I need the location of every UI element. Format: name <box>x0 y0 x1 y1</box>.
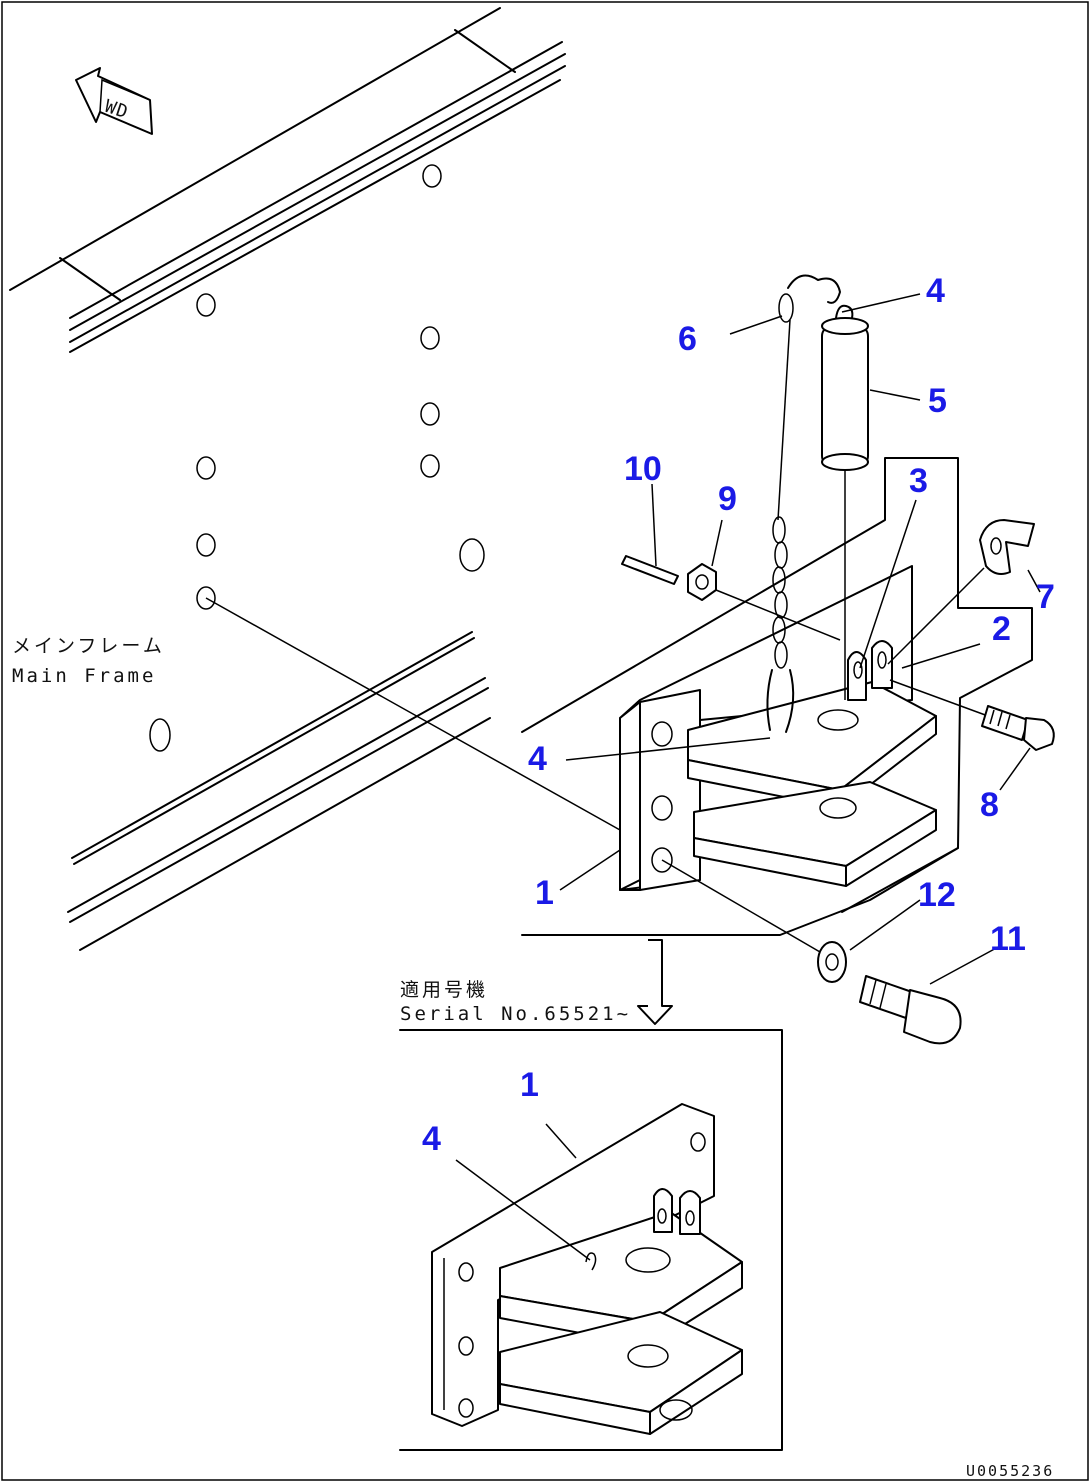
bolt-8 <box>889 679 1055 751</box>
bolt-line <box>205 597 621 831</box>
chain <box>766 274 841 733</box>
washer-12 <box>661 859 847 983</box>
drawing-code: U0055236 <box>966 1462 1054 1480</box>
callout-5: 5 <box>928 382 947 420</box>
pin-10 <box>621 555 679 585</box>
inset-tow-hitch <box>431 1103 743 1435</box>
tow-hitch-body <box>619 565 937 891</box>
frame-label-japanese: メインフレーム <box>12 635 165 657</box>
callout-7: 7 <box>1036 578 1055 616</box>
main-frame <box>9 7 566 951</box>
callout-2: 2 <box>992 610 1011 648</box>
serial-note-english: Serial No.65521~ <box>400 1003 631 1025</box>
callout-4-pin-top: 4 <box>926 272 945 310</box>
inset-callout-1: 1 <box>520 1066 539 1104</box>
inset-leader-1 <box>545 1123 577 1159</box>
lock-lever <box>979 519 1035 575</box>
callout-4-jaw: 4 <box>528 740 547 778</box>
hitch-pin <box>821 304 869 700</box>
callout-11: 11 <box>990 920 1026 958</box>
inset-box <box>399 1029 783 1451</box>
inset-callout-4: 4 <box>422 1120 441 1158</box>
callout-8: 8 <box>980 786 999 824</box>
bolt-11 <box>859 975 962 1045</box>
frame-label-english: Main Frame <box>12 665 156 687</box>
callout-6: 6 <box>678 320 697 358</box>
down-arrow-icon <box>637 939 673 1025</box>
callout-3: 3 <box>909 462 928 500</box>
callout-1: 1 <box>535 874 554 912</box>
direction-arrow-icon: WD <box>75 67 153 135</box>
leader-lines <box>559 293 1041 985</box>
callout-9: 9 <box>718 480 737 518</box>
mounting-plate-outline <box>521 457 1033 936</box>
serial-note-japanese: 適用号機 <box>400 979 488 1001</box>
nut-9 <box>687 563 841 641</box>
inset-leader-4 <box>455 1159 591 1261</box>
callout-12: 12 <box>918 876 956 914</box>
callout-10: 10 <box>624 450 662 488</box>
